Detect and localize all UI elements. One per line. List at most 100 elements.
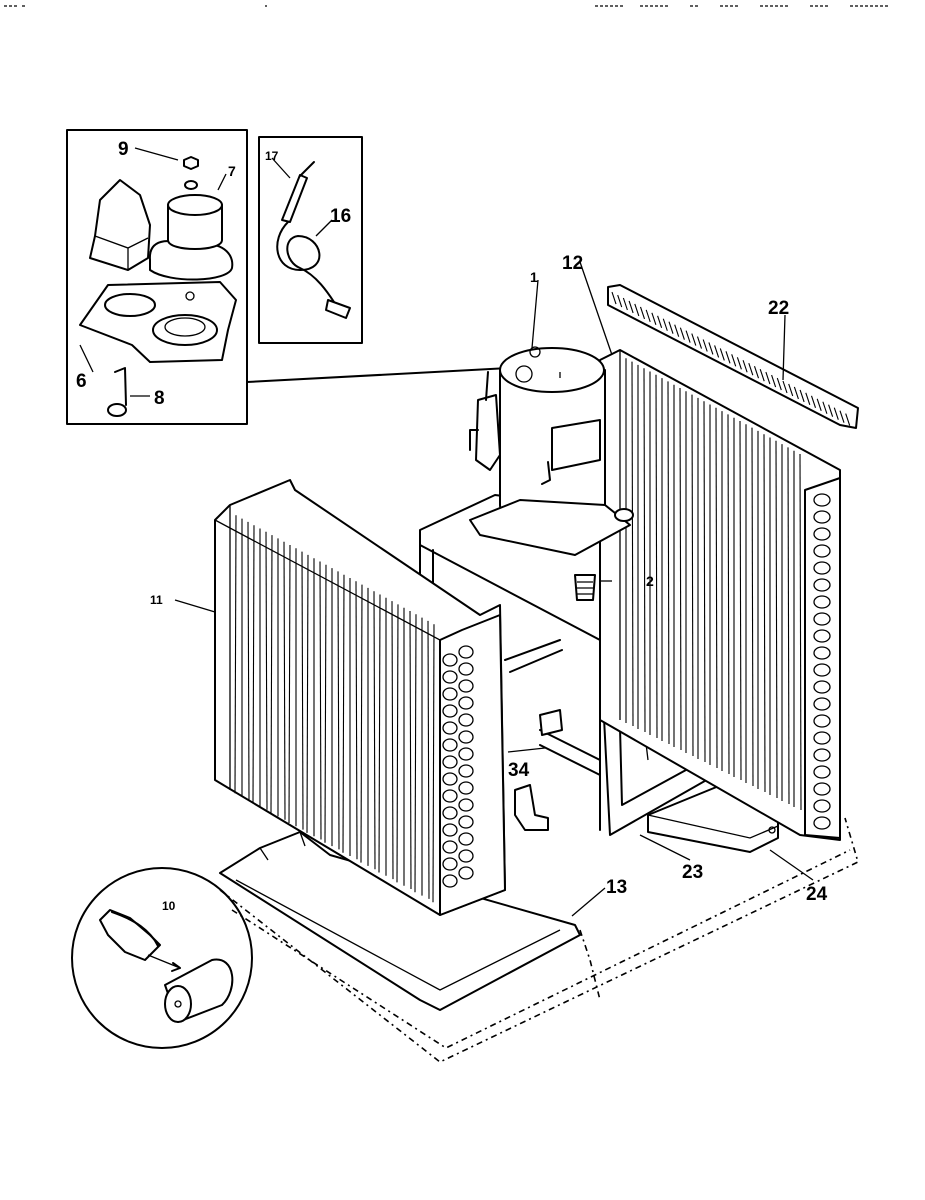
tube-bend [458, 662, 474, 676]
coil-fin [727, 414, 730, 775]
coil-fin [252, 525, 255, 804]
strip-hatch-line [662, 318, 668, 331]
coil-fin [691, 394, 694, 757]
base-pan-outline [219, 817, 859, 1063]
tube-bend [458, 696, 474, 710]
tube-bend [442, 687, 458, 701]
pipe-34 [507, 709, 563, 831]
tube-bend [458, 849, 474, 863]
strip-hatch-line [782, 380, 788, 394]
strip-hatch-line [765, 371, 771, 385]
tube-bend [458, 866, 474, 880]
tube-bend [458, 713, 474, 727]
coil-fin [432, 624, 435, 903]
coil-fin [679, 387, 682, 751]
tube-bend [442, 704, 458, 718]
coil-fin [427, 620, 430, 899]
tube-bend [813, 646, 831, 660]
coil-fin [799, 453, 802, 811]
strip-hatch-line [736, 357, 742, 370]
strip-hatch-line [719, 348, 725, 361]
coil-fin [283, 541, 286, 820]
tube-bend [813, 680, 831, 694]
tube-bend [813, 663, 831, 677]
coil-fin [643, 368, 646, 733]
tube-bend [813, 561, 831, 575]
coil-fin [373, 591, 376, 870]
tube-bend [813, 799, 831, 813]
strip-hatch-line [651, 312, 657, 326]
coil-fin [342, 574, 345, 853]
coil-fin [739, 420, 742, 781]
strip-hatch-line [776, 377, 782, 391]
coil-fin [775, 440, 778, 799]
drain-pan [219, 831, 581, 1011]
coil-fin [378, 594, 381, 873]
coil-fin [414, 614, 417, 893]
coil-fin [703, 401, 706, 763]
coil-fin [396, 604, 399, 883]
strip-hatch-line [617, 294, 623, 308]
tube-bend [458, 781, 474, 795]
strip-hatch-line [634, 303, 640, 317]
strip-hatch-line [753, 366, 760, 379]
tube-bend [458, 747, 474, 761]
coil-fin [265, 531, 268, 810]
strip-hatch-line [759, 368, 765, 382]
tube-bend [458, 679, 474, 693]
tube-bend [813, 782, 831, 796]
coil-fin [355, 581, 358, 860]
tube-bend [813, 493, 831, 507]
strip-hatch-line [771, 374, 777, 388]
callout-7: 7 [228, 163, 236, 179]
tube-bend [442, 772, 458, 786]
coil-fin [391, 601, 394, 880]
strip-hatch-line [639, 306, 646, 320]
fan-motor-inset [66, 129, 248, 425]
tube-bend [813, 612, 831, 626]
tube-bend [442, 857, 458, 871]
strip-hatch-line [657, 315, 663, 328]
tube-bend [442, 806, 458, 820]
strip-hatch-line [628, 300, 634, 314]
coil-fin [667, 381, 670, 745]
strip-hatch-line [611, 291, 617, 305]
callout-24: 24 [806, 884, 828, 905]
strip-hatch-line [839, 410, 845, 423]
coil-fin [337, 571, 340, 850]
strip-hatch-line [674, 324, 680, 337]
top-strip [607, 284, 859, 429]
tube-bend [813, 731, 831, 745]
tube-bend [442, 789, 458, 803]
coil-fin [247, 521, 250, 800]
strip-hatch-line [793, 386, 799, 400]
coil-fin [288, 544, 291, 824]
condenser-coil [599, 349, 841, 841]
strip-hatch-line [816, 398, 822, 411]
strip-hatch-line [788, 383, 794, 397]
callout-17: 17 [265, 149, 279, 163]
strip-hatch-line [748, 363, 754, 376]
tube-bend [813, 578, 831, 592]
coil-fin [631, 361, 634, 727]
tube-bend [442, 738, 458, 752]
coil-fin [409, 610, 412, 890]
coil-fin [763, 434, 766, 793]
tube-bend [813, 765, 831, 779]
strip-hatch-line [822, 401, 828, 414]
strip-hatch-line [799, 389, 805, 403]
strip-hatch-line [691, 333, 697, 346]
evaporator-coil [214, 479, 506, 916]
coil-fin [319, 561, 322, 840]
callout-1: 1 [530, 269, 538, 285]
callout-8: 8 [154, 388, 165, 409]
callout-16: 16 [330, 206, 351, 227]
tube-bend [458, 832, 474, 846]
strip-hatch-line [622, 297, 628, 311]
tube-bend [813, 748, 831, 762]
tube-bend [458, 815, 474, 829]
strip-hatch-line [708, 342, 714, 355]
coil-fin [787, 447, 790, 805]
tube-bend [458, 645, 474, 659]
